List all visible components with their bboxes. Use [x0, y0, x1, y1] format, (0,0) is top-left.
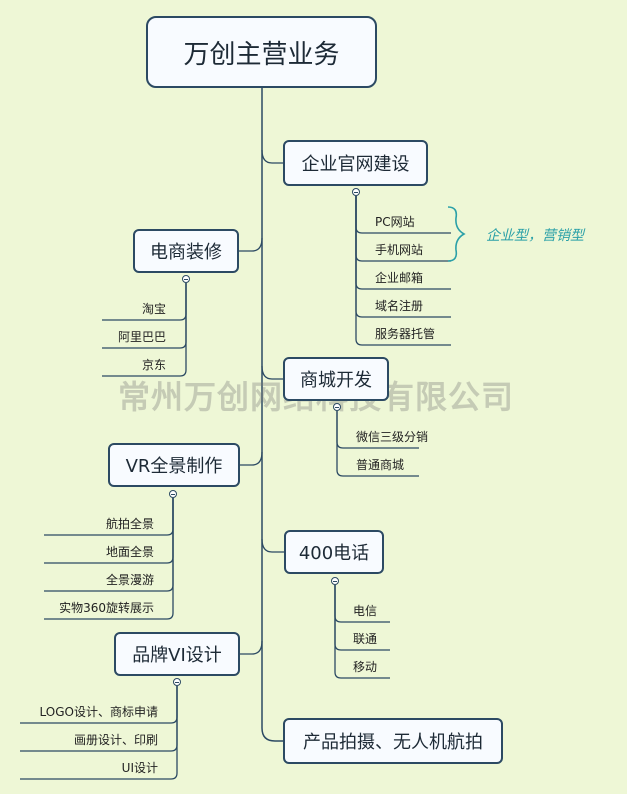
leaf-vr-2[interactable]: 全景漫游	[105, 573, 154, 587]
leaf-vr-3[interactable]: 实物360旋转展示	[59, 601, 154, 615]
node-vr[interactable]: VR全景制作	[108, 443, 240, 487]
collapse-toggle-vr[interactable]	[169, 490, 177, 498]
node-website[interactable]: 企业官网建设	[283, 140, 428, 186]
leaf-vr-0[interactable]: 航拍全景	[105, 517, 154, 531]
leaf-brand-1[interactable]: 画册设计、印刷	[73, 733, 158, 747]
collapse-toggle-website[interactable]	[352, 188, 360, 196]
leaf-brand-0[interactable]: LOGO设计、商标申请	[39, 705, 158, 719]
trunk-line	[261, 88, 283, 742]
node-photo[interactable]: 产品拍摄、无人机航拍	[283, 718, 503, 764]
leaf-website-3[interactable]: 域名注册	[375, 299, 424, 313]
edge-phone-item-2	[334, 585, 390, 679]
leaf-website-1[interactable]: 手机网站	[375, 243, 424, 257]
leaf-ecommerce-0[interactable]: 淘宝	[141, 302, 166, 316]
leaf-brand-2[interactable]: UI设计	[121, 761, 158, 775]
edge-ecommerce	[239, 237, 263, 252]
node-mall[interactable]: 商城开发	[283, 357, 389, 401]
edge-brand-item-2	[20, 686, 178, 780]
edge-mall-item-1	[336, 411, 419, 477]
leaf-phone-2[interactable]: 移动	[353, 660, 378, 674]
edge-website-item-4	[355, 196, 451, 346]
leaf-ecommerce-2[interactable]: 京东	[141, 358, 166, 372]
node-phone[interactable]: 400电话	[284, 530, 384, 574]
leaf-phone-0[interactable]: 电信	[353, 604, 378, 618]
leaf-website-2[interactable]: 企业邮箱	[375, 271, 424, 285]
edge-website	[261, 149, 283, 164]
leaf-ecommerce-1[interactable]: 阿里巴巴	[117, 330, 166, 344]
collapse-toggle-phone[interactable]	[331, 577, 339, 585]
leaf-mall-0[interactable]: 微信三级分销	[356, 430, 429, 444]
collapse-toggle-mall[interactable]	[333, 403, 341, 411]
leaf-vr-1[interactable]: 地面全景	[105, 545, 154, 559]
edge-vr-item-3	[44, 498, 174, 620]
leaf-website-4[interactable]: 服务器托管	[375, 327, 436, 341]
root-node[interactable]: 万创主营业务	[146, 16, 377, 88]
edge-phone	[261, 538, 284, 553]
brace-icon	[447, 206, 466, 262]
edge-brand	[240, 640, 263, 655]
edge-ecommerce-item-2	[102, 283, 187, 377]
leaf-website-0[interactable]: PC网站	[375, 215, 415, 229]
collapse-toggle-ecommerce[interactable]	[182, 275, 190, 283]
leaf-phone-1[interactable]: 联通	[353, 632, 378, 646]
leaf-mall-1[interactable]: 普通商城	[356, 458, 405, 472]
website-type-note: 企业型，营销型	[486, 228, 584, 244]
edge-mall	[261, 365, 283, 380]
edge-vr	[240, 451, 263, 466]
node-ecommerce[interactable]: 电商装修	[133, 229, 239, 273]
collapse-toggle-brand[interactable]	[173, 678, 181, 686]
node-brand[interactable]: 品牌VI设计	[114, 632, 240, 676]
